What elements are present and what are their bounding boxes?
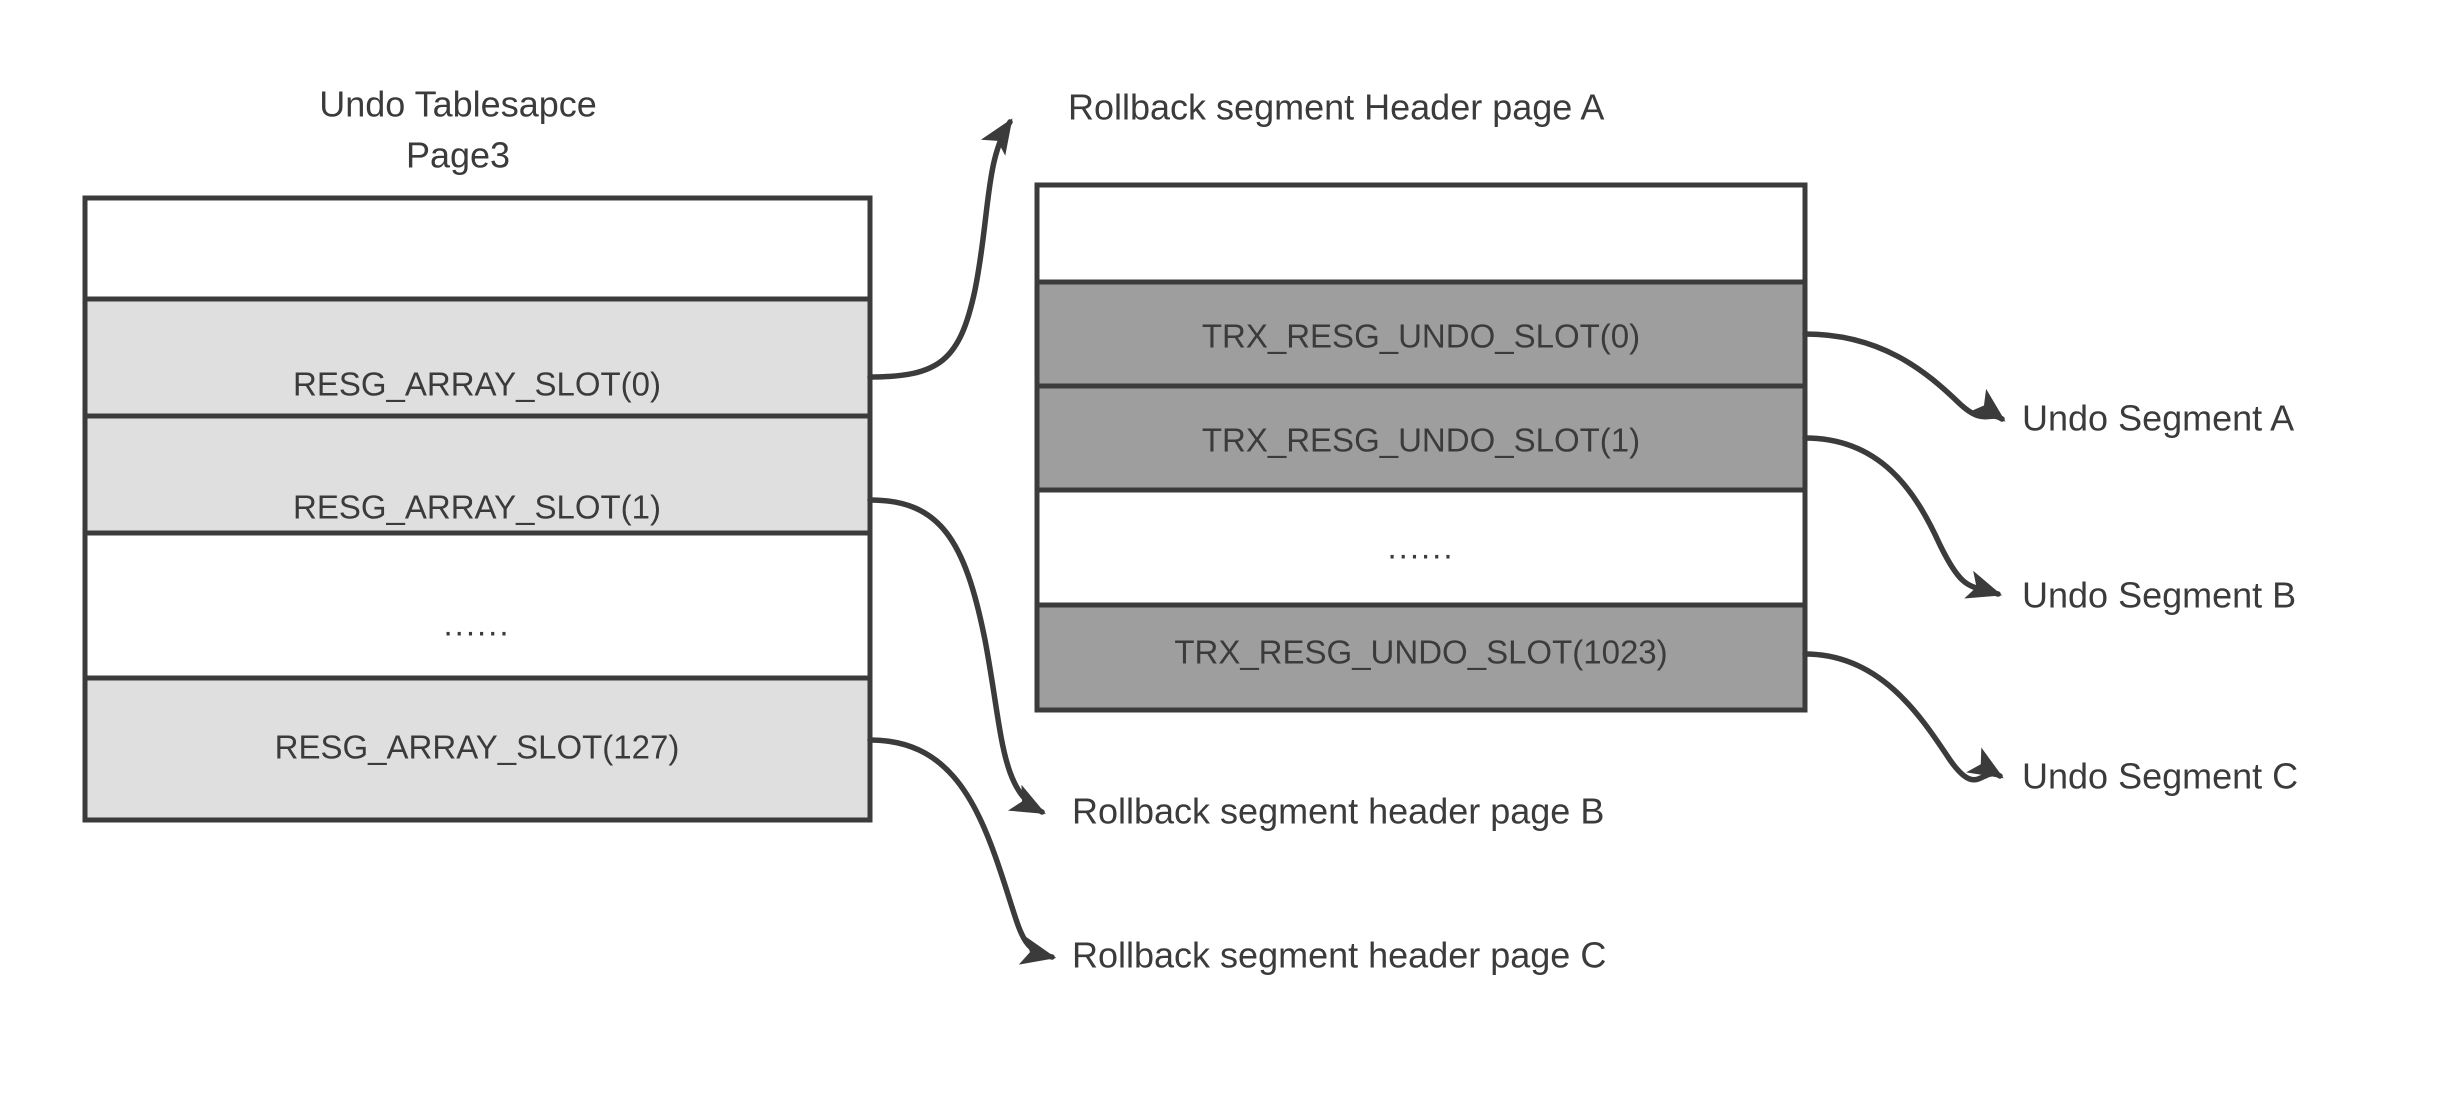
connector-slot0-to-header-a	[867, 118, 1013, 380]
right-row-undo-slot-1023-label: TRX_RESG_UNDO_SLOT(1023)	[1174, 634, 1667, 671]
right-row-header	[1034, 182, 1808, 285]
right-row-undo-slot-1-label: TRX_RESG_UNDO_SLOT(1)	[1202, 422, 1640, 459]
right-box-caption: Rollback segment Header page A	[1068, 87, 1604, 128]
connector-undo-slot0-to-segment-a	[1802, 331, 2006, 422]
left-row-header	[82, 195, 873, 302]
label-rollback-page-c: Rollback segment header page C	[1072, 935, 1606, 976]
undo-tablespace-box: RESG_ARRAY_SLOT(0) RESG_ARRAY_SLOT(1) ..…	[82, 195, 873, 823]
label-undo-segment-c: Undo Segment C	[2022, 756, 2298, 797]
left-row-slot-1-label: RESG_ARRAY_SLOT(1)	[293, 489, 661, 526]
left-row-slot-127[interactable]	[82, 675, 873, 823]
left-row-slot-1[interactable]	[82, 413, 873, 536]
label-undo-segment-b: Undo Segment B	[2022, 575, 2296, 616]
right-row-undo-slot-0-label: TRX_RESG_UNDO_SLOT(0)	[1202, 318, 1640, 355]
left-box-caption-line2: Page3	[406, 135, 510, 176]
left-row-slot-127-label: RESG_ARRAY_SLOT(127)	[275, 729, 680, 766]
left-row-ellipsis-label: ......	[443, 606, 510, 643]
connector-slot127-to-header-c	[867, 737, 1057, 965]
connector-slot1-to-header-b	[867, 497, 1046, 815]
connector-undo-slot1-to-segment-b	[1802, 435, 2003, 599]
left-row-ellipsis	[82, 530, 873, 681]
right-row-undo-slot-1[interactable]	[1034, 383, 1808, 493]
left-row-slot-0[interactable]	[82, 296, 873, 419]
left-box-caption-line1: Undo Tablesapce	[319, 84, 597, 125]
label-rollback-page-b: Rollback segment header page B	[1072, 791, 1604, 832]
right-row-undo-slot-1023[interactable]	[1034, 602, 1808, 713]
left-row-slot-0-label: RESG_ARRAY_SLOT(0)	[293, 366, 661, 403]
rollback-segment-header-box: TRX_RESG_UNDO_SLOT(0) TRX_RESG_UNDO_SLOT…	[1034, 182, 1808, 713]
left-box-caption: Undo Tablesapce Page3	[319, 84, 597, 176]
right-row-ellipsis-label: ......	[1387, 529, 1454, 566]
connector-undo-slot1023-to-segment-c	[1802, 651, 2004, 783]
label-undo-segment-a: Undo Segment A	[2022, 398, 2294, 439]
